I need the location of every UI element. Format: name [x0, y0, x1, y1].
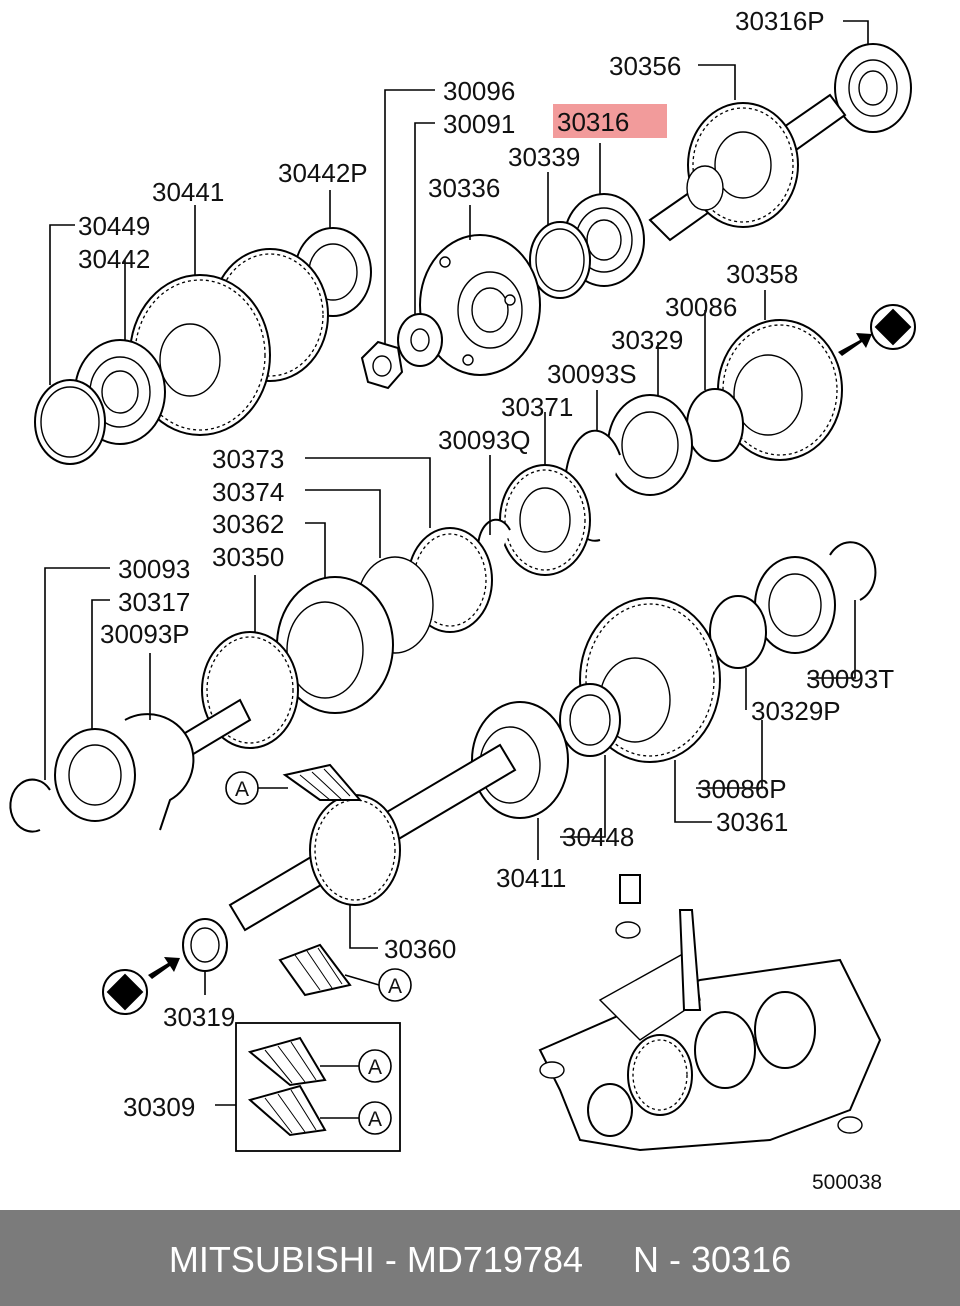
callout-a-3-text: A: [368, 1056, 382, 1079]
label-30329: 30329: [611, 325, 683, 355]
label-30093Q: 30093Q: [438, 425, 531, 455]
part-30371-synchro-hub: [499, 464, 591, 576]
needle-half-lower: [278, 943, 352, 997]
arrow-bottom: [148, 957, 180, 979]
callout-a-2-text: A: [388, 975, 402, 998]
label-30339: 30339: [508, 142, 580, 172]
label-30371: 30371: [501, 392, 573, 422]
part-30309-box: [235, 1022, 401, 1152]
part-30362-sleeve: [276, 576, 394, 714]
label-30362: 30362: [212, 509, 284, 539]
part-30317-bearing: [54, 728, 136, 822]
part-30093P-snap-ring: [124, 713, 195, 831]
label-30086P: 30086P: [697, 774, 787, 804]
footer-bar: MITSUBISHI - MD719784 N - 30316: [0, 1210, 960, 1306]
arrow-top: [838, 333, 872, 356]
callout-a-4-text: A: [368, 1108, 382, 1131]
part-labels: 30316P 30356 30096 30091 30316 30339 303…: [78, 6, 894, 1194]
callout-a-2: A: [344, 968, 412, 1002]
part-30086-ring: [686, 388, 744, 462]
label-30442: 30442: [78, 244, 150, 274]
label-30442P: 30442P: [278, 158, 368, 188]
part-30336-flange: [419, 234, 541, 376]
label-30411: 30411: [496, 863, 566, 893]
part-30448-needle-bearing: [559, 683, 621, 757]
label-30316P: 30316P: [735, 6, 825, 36]
label-30086: 30086: [665, 292, 737, 322]
label-30441: 30441: [152, 177, 224, 207]
label-30350: 30350: [212, 542, 284, 572]
part-30441-gear-shaft: [129, 248, 329, 436]
label-30309: 30309: [123, 1092, 195, 1122]
label-30356: 30356: [609, 51, 681, 81]
diamond-marker-top: [870, 304, 916, 350]
part-30096-nut: [360, 340, 404, 390]
part-30329-bearing: [607, 394, 693, 496]
label-30449: 30449: [78, 211, 150, 241]
label-30373: 30373: [212, 444, 284, 474]
part-30411-main-shaft: [228, 701, 569, 932]
highlight-box: [553, 104, 667, 138]
label-30093S: 30093S: [547, 359, 637, 389]
part-30316P-bearing: [834, 43, 912, 133]
part-30319-needle-bearing: [182, 918, 228, 972]
part-30360-gear: [309, 794, 401, 906]
part-30093T-snap-ring: [829, 541, 877, 601]
figure-number: 500038: [812, 1171, 882, 1194]
callout-a-3: A: [320, 1049, 392, 1083]
diamond-marker-bottom: [102, 969, 148, 1015]
label-30317: 30317: [118, 587, 190, 617]
needle-half-upper: [282, 763, 363, 801]
callout-a-4: A: [320, 1101, 392, 1135]
label-30093: 30093: [118, 554, 190, 584]
part-30093-snap-ring: [9, 778, 51, 833]
footer-text: MITSUBISHI - MD719784 N - 30316: [168, 1239, 792, 1280]
label-30374: 30374: [212, 477, 284, 507]
exploded-gear-diagram: A A A A: [9, 6, 916, 1194]
part-30356-gear-shaft: [648, 93, 847, 242]
label-30316: 30316: [557, 107, 629, 137]
label-30361: 30361: [716, 807, 788, 837]
label-30093P: 30093P: [100, 619, 190, 649]
leader-lines: [44, 20, 869, 1106]
part-30091-washer: [397, 313, 443, 367]
part-30358-gear: [717, 319, 843, 461]
callout-a-1: A: [225, 771, 288, 805]
label-30329P: 30329P: [751, 696, 841, 726]
label-30360: 30360: [384, 934, 456, 964]
label-30093T: 30093T: [806, 664, 894, 694]
part-30309-needle-lower: [247, 1084, 327, 1137]
label-30091: 30091: [443, 109, 515, 139]
transmission-assembly-illustration: [538, 874, 882, 1152]
part-30309-needle-upper: [247, 1036, 327, 1087]
callout-a-1-text: A: [235, 778, 249, 801]
part-30449-ring: [34, 379, 106, 465]
label-30358: 30358: [726, 259, 798, 289]
part-30086P-ring: [709, 595, 767, 669]
label-30096: 30096: [443, 76, 515, 106]
label-30448: 30448: [562, 822, 634, 852]
label-30336: 30336: [428, 173, 500, 203]
part-30339-ring-inner: [535, 228, 585, 292]
part-30329P-bearing: [754, 556, 836, 654]
label-30319: 30319: [163, 1002, 235, 1032]
